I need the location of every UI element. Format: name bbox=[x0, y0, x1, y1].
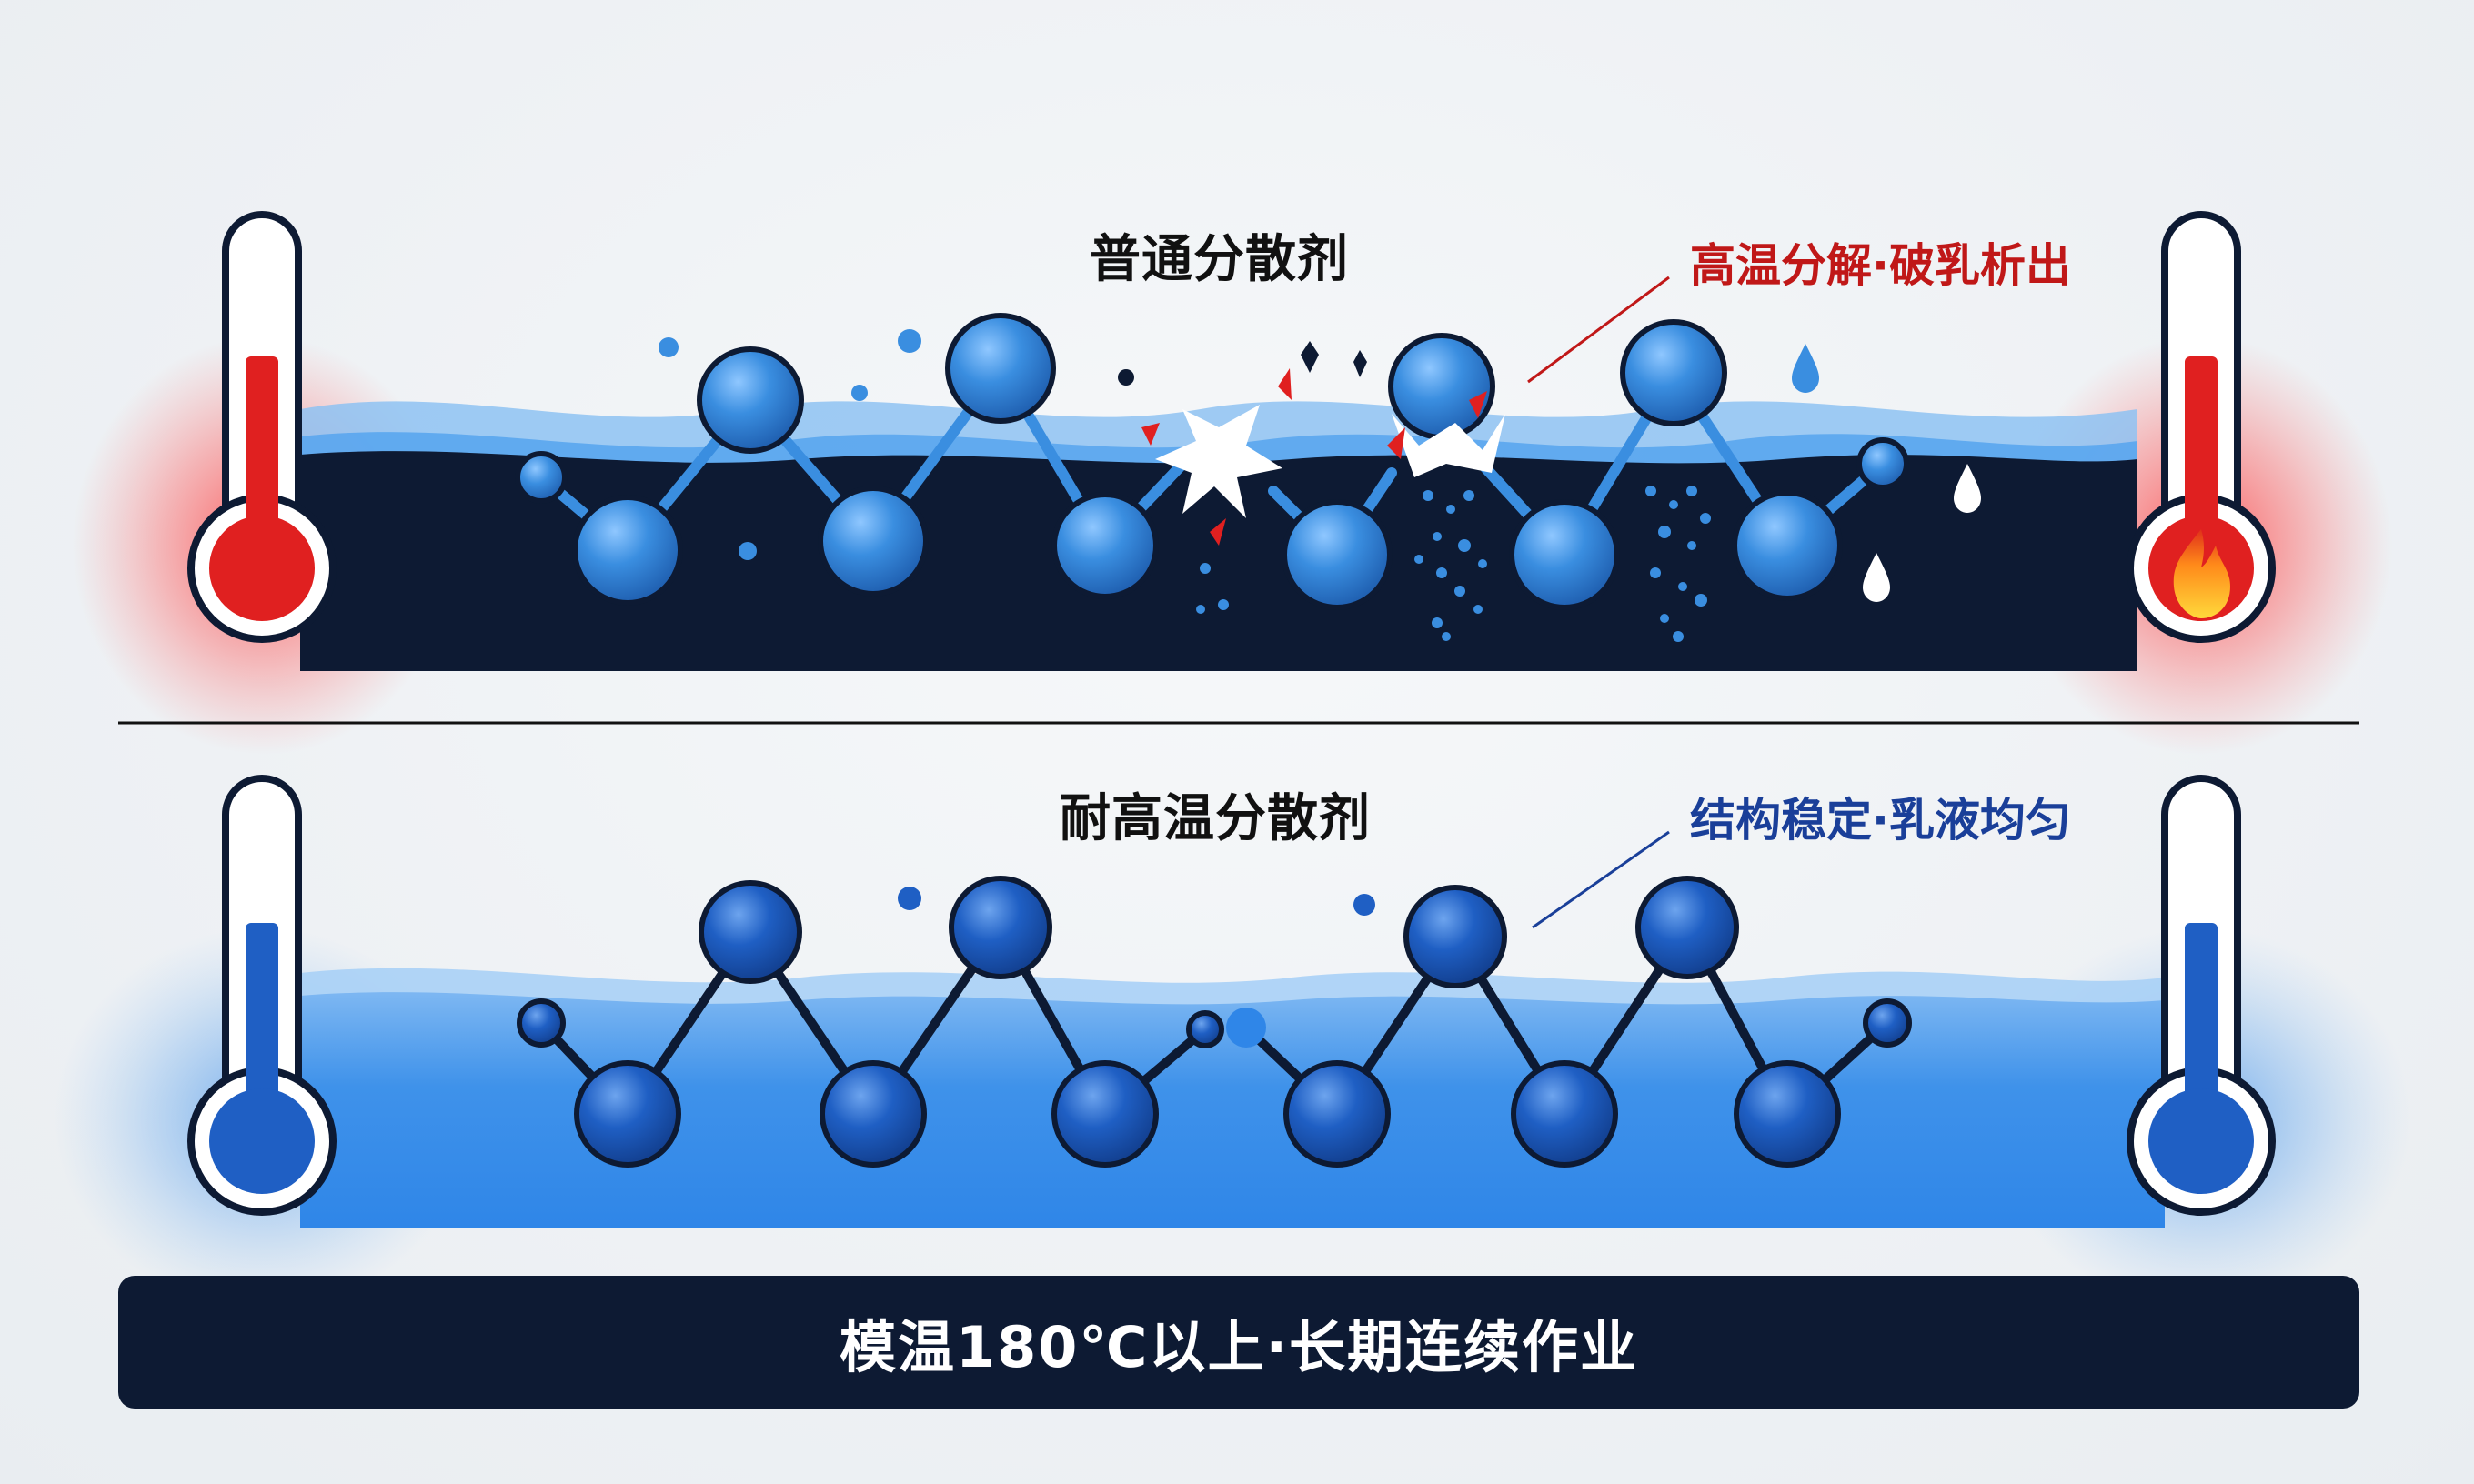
thermometer-cool-icon bbox=[2127, 775, 2276, 1216]
atom bbox=[1856, 437, 1909, 490]
thermometer-cool-icon bbox=[187, 775, 337, 1216]
thermometer-flame-icon bbox=[2127, 211, 2276, 643]
atom bbox=[1635, 876, 1739, 979]
atom bbox=[572, 495, 683, 606]
atom bbox=[699, 880, 802, 984]
atom bbox=[515, 451, 568, 504]
footer-text: 模温180℃以上·长期连续作业 bbox=[839, 1314, 1639, 1380]
atom bbox=[945, 313, 1056, 424]
atom bbox=[1734, 1060, 1841, 1168]
atom bbox=[697, 346, 804, 454]
bottom-callout-label: 结构稳定·乳液均匀 bbox=[1690, 794, 2071, 847]
atom bbox=[1509, 499, 1620, 610]
top-dark-fluid bbox=[300, 451, 2137, 671]
atom bbox=[1051, 1060, 1159, 1168]
top-panel-title: 普通分散剂 bbox=[1090, 230, 1349, 289]
bond-break-icon bbox=[1141, 341, 1367, 546]
top-callout-label: 高温分解·破乳析出 bbox=[1690, 239, 2071, 292]
bond-break-icon bbox=[1387, 391, 1505, 477]
atom bbox=[517, 998, 566, 1048]
atom bbox=[1283, 1060, 1391, 1168]
bottom-particles bbox=[898, 887, 1375, 916]
flame-icon bbox=[2173, 529, 2230, 618]
top-callout-leader bbox=[1527, 276, 1670, 384]
atom bbox=[1403, 885, 1507, 988]
bottom-callout-leader bbox=[1532, 830, 1670, 929]
water-droplet-icon bbox=[1792, 344, 1819, 393]
top-particles bbox=[659, 329, 1711, 642]
atom bbox=[1051, 492, 1159, 599]
atom bbox=[1511, 1060, 1618, 1168]
atom bbox=[820, 1060, 927, 1168]
bottom-panel bbox=[55, 775, 2410, 1309]
atom bbox=[949, 876, 1052, 979]
atom bbox=[1620, 319, 1727, 426]
atom bbox=[1388, 333, 1495, 440]
atom bbox=[1282, 499, 1393, 610]
water-droplet-icon bbox=[1863, 464, 1981, 602]
atom bbox=[1226, 1008, 1266, 1048]
top-panel bbox=[73, 211, 2392, 755]
atom bbox=[574, 1060, 681, 1168]
bottom-fluid bbox=[300, 992, 2165, 1228]
footer-banner: 模温180℃以上·长期连续作业 bbox=[118, 1276, 2359, 1409]
atom bbox=[1863, 998, 1912, 1048]
thermometer-hot-icon bbox=[187, 211, 337, 643]
atom bbox=[818, 486, 929, 597]
bottom-molecule-atoms bbox=[517, 876, 1912, 1168]
atom bbox=[1732, 490, 1843, 601]
bottom-panel-title: 耐高温分散剂 bbox=[1060, 789, 1371, 848]
top-molecule-atoms bbox=[515, 313, 1909, 610]
atom bbox=[1186, 1010, 1224, 1048]
